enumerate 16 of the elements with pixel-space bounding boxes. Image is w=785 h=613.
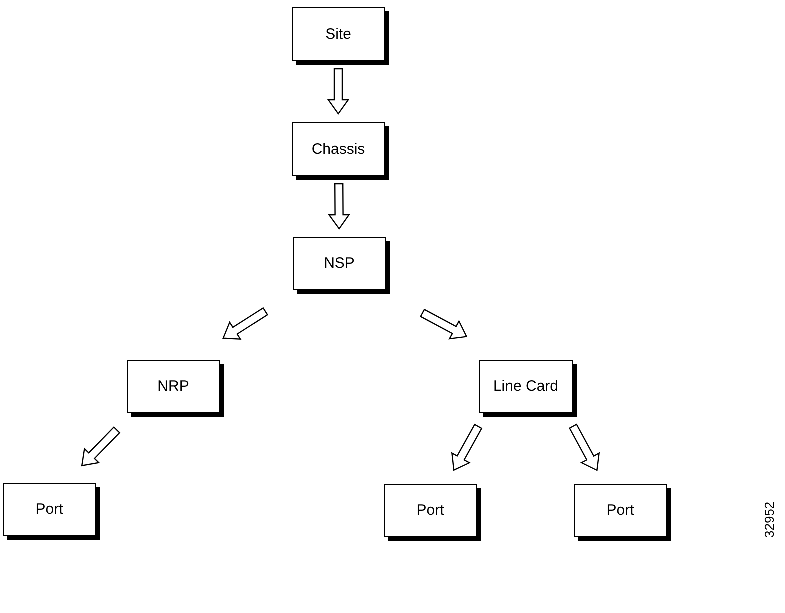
hollow-arrow <box>420 308 468 340</box>
box-label: NRP <box>158 378 190 395</box>
box-label: Port <box>416 502 444 519</box>
figure-number: 32952 <box>762 502 777 538</box>
box-label: Line Card <box>493 378 559 395</box>
hollow-arrow <box>327 68 350 116</box>
hollow-arrow <box>222 307 269 340</box>
hollow-arrow <box>81 426 121 467</box>
hollow-arrow <box>328 183 350 230</box>
box-label: NSP <box>324 255 355 272</box>
box-label: Chassis <box>312 140 366 158</box>
hollow-arrow <box>451 424 483 472</box>
hollow-arrow <box>568 424 600 472</box>
box-label: Port <box>36 501 64 518</box>
box-label: Port <box>606 502 634 519</box>
box-label: Site <box>326 26 352 42</box>
